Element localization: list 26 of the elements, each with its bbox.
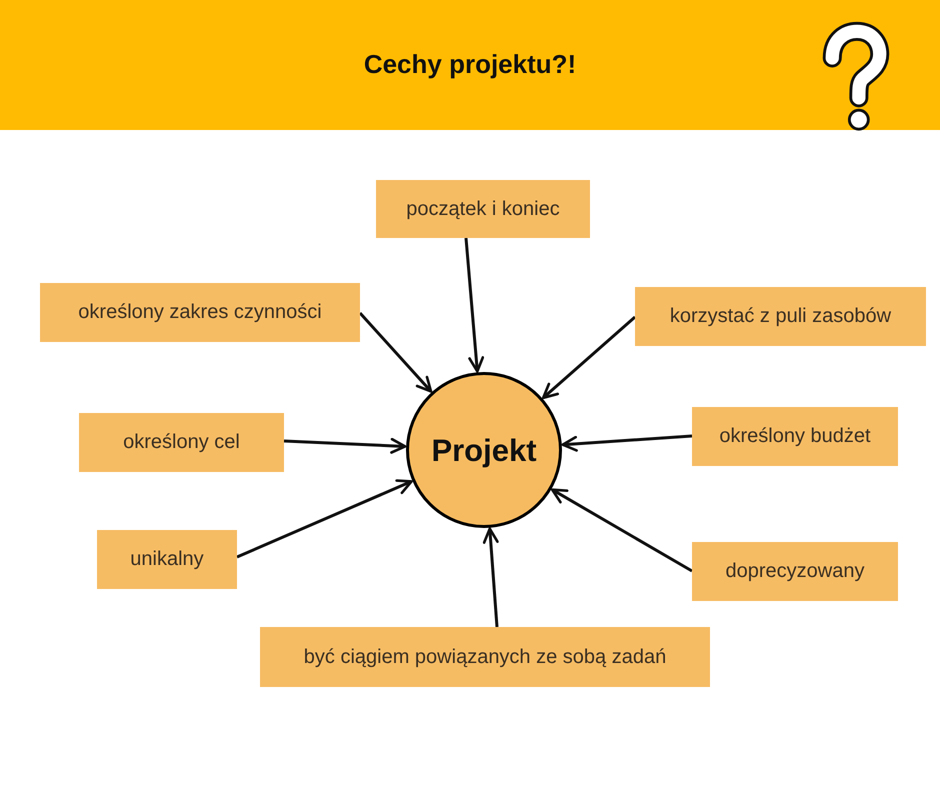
feature-label: początek i koniec <box>406 196 560 222</box>
feature-label: określony cel <box>123 430 240 455</box>
arrow <box>358 312 432 393</box>
arrow <box>284 438 406 454</box>
feature-label: unikalny <box>130 547 204 572</box>
feature-box <box>40 283 360 342</box>
title: Cechy projektu?! <box>364 48 576 80</box>
feature-label: określony zakres czynności <box>78 300 322 325</box>
arrow <box>562 434 692 452</box>
feature-box <box>635 287 926 346</box>
feature-box <box>97 530 237 589</box>
arrow <box>236 479 413 558</box>
arrow <box>464 238 484 373</box>
feature-box <box>376 180 590 238</box>
feature-box <box>692 542 898 601</box>
feature-label: określony budżet <box>719 424 871 449</box>
feature-label: doprecyzowany <box>726 559 864 584</box>
feature-box <box>260 627 710 687</box>
arrow <box>542 316 636 400</box>
feature-label: korzystać z puli zasobów <box>670 304 892 329</box>
feature-box <box>79 413 284 472</box>
center-label: Projekt <box>431 434 537 466</box>
feature-label: być ciągiem powiązanych ze sobą zadań <box>304 644 666 670</box>
arrow <box>550 488 693 572</box>
feature-box <box>692 407 898 466</box>
arrow <box>482 527 499 628</box>
